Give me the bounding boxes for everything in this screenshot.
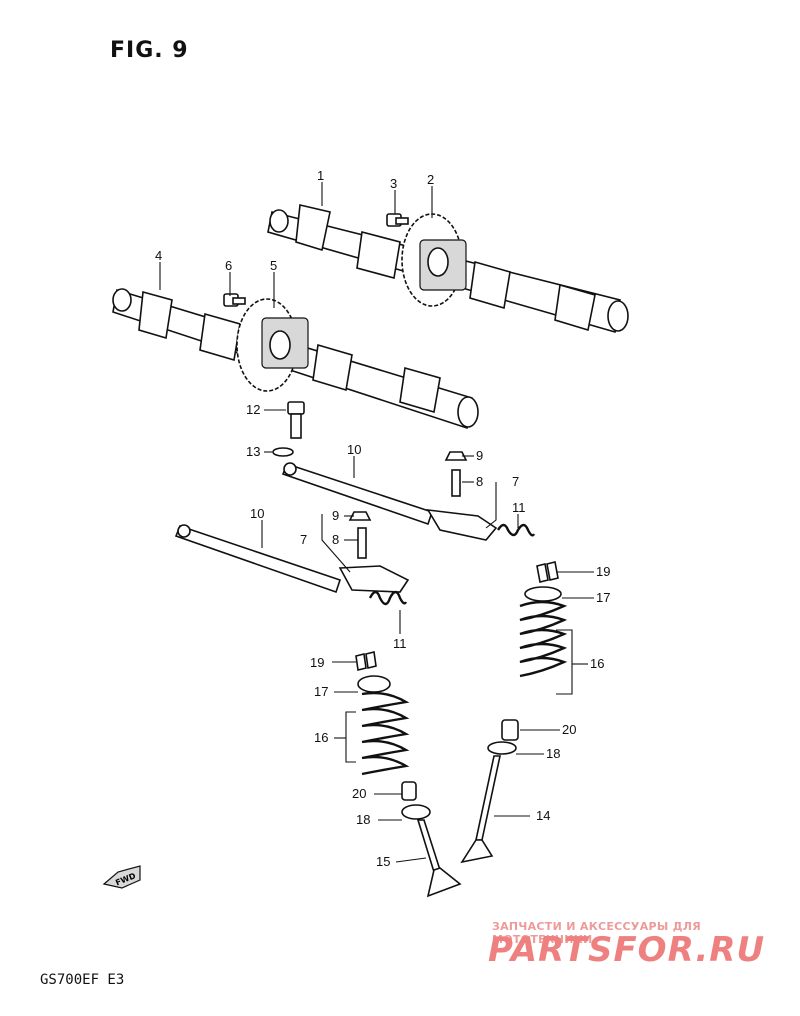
watermark-logo: PARTSFOR.RU xyxy=(488,930,766,970)
valve-cotters-left[interactable] xyxy=(355,651,377,671)
valve-15[interactable] xyxy=(416,819,462,898)
callout-1: 1 xyxy=(317,168,324,183)
callout-12: 12 xyxy=(246,402,260,417)
callout-6: 6 xyxy=(225,258,232,273)
rocker-shaft-left[interactable] xyxy=(174,524,342,594)
callout-14: 14 xyxy=(536,808,550,823)
bolt-12[interactable] xyxy=(287,401,305,439)
callout-19-right: 19 xyxy=(596,564,610,579)
rocker-shaft-right[interactable] xyxy=(281,462,434,526)
valve-seal-20-right[interactable] xyxy=(501,719,519,741)
spring-retainer-17-right[interactable] xyxy=(524,586,562,602)
nut-9-left[interactable] xyxy=(348,511,372,521)
spring-11-right[interactable] xyxy=(496,523,536,537)
spring-retainer-17-left[interactable] xyxy=(357,675,391,693)
callout-9-left: 9 xyxy=(332,508,339,523)
callout-11-right: 11 xyxy=(512,500,526,515)
callout-11-left: 11 xyxy=(393,636,407,651)
spring-seat-18-left[interactable] xyxy=(401,804,431,820)
model-label: GS700EF E3 xyxy=(40,972,125,988)
spring-11-left[interactable] xyxy=(368,590,408,606)
cam-sprocket-upper[interactable] xyxy=(401,213,467,307)
adjuster-8-right[interactable] xyxy=(451,469,461,497)
callout-17-left: 17 xyxy=(314,684,328,699)
callout-3: 3 xyxy=(390,176,397,191)
nut-9-right[interactable] xyxy=(444,451,468,461)
callout-8-right: 8 xyxy=(476,474,483,489)
callout-13: 13 xyxy=(246,444,260,459)
valve-14[interactable] xyxy=(460,755,501,864)
valve-cotters-right[interactable] xyxy=(536,561,559,583)
callout-20-left: 20 xyxy=(352,786,366,801)
callout-2: 2 xyxy=(427,172,434,187)
callout-17-right: 17 xyxy=(596,590,610,605)
leader-lines xyxy=(159,182,594,863)
valve-spring-16-right[interactable] xyxy=(519,600,568,678)
rocker-arm-left[interactable] xyxy=(338,565,410,593)
callout-9-right: 9 xyxy=(476,448,483,463)
callout-10-right: 10 xyxy=(347,442,361,457)
callout-16-left: 16 xyxy=(314,730,328,745)
callout-15: 15 xyxy=(376,854,390,869)
rocker-arm-right[interactable] xyxy=(426,509,498,541)
watermark-caption: ЗАПЧАСТИ И АКСЕССУАРЫ ДЛЯ МОТОТЕХНИКИ xyxy=(492,920,702,946)
callout-18-left: 18 xyxy=(356,812,370,827)
callout-16-right: 16 xyxy=(590,656,604,671)
fwd-arrow-icon: FWD xyxy=(102,865,141,889)
spring-seat-18-right[interactable] xyxy=(487,741,517,755)
bolt-upper[interactable] xyxy=(386,213,409,227)
callout-19-left: 19 xyxy=(310,655,324,670)
figure-title: FIG. 9 xyxy=(110,38,189,63)
adjuster-8-left[interactable] xyxy=(357,527,367,559)
callout-8-left: 8 xyxy=(332,532,339,547)
callout-10-left: 10 xyxy=(250,506,264,521)
callout-labels: 1 2 3 4 5 6 12 13 10 10 9 8 7 11 9 8 7 1… xyxy=(155,168,610,869)
callout-7-right: 7 xyxy=(512,474,519,489)
valve-spring-16-left[interactable] xyxy=(361,691,410,776)
washer-13[interactable] xyxy=(272,447,294,457)
callout-4: 4 xyxy=(155,248,162,263)
callout-7-left: 7 xyxy=(300,532,307,547)
callout-18-right: 18 xyxy=(546,746,560,761)
valve-seal-20-left[interactable] xyxy=(401,781,417,801)
bolt-lower[interactable] xyxy=(223,293,246,307)
callout-20-right: 20 xyxy=(562,722,576,737)
callout-5: 5 xyxy=(270,258,277,273)
cam-sprocket-lower[interactable] xyxy=(236,298,309,392)
